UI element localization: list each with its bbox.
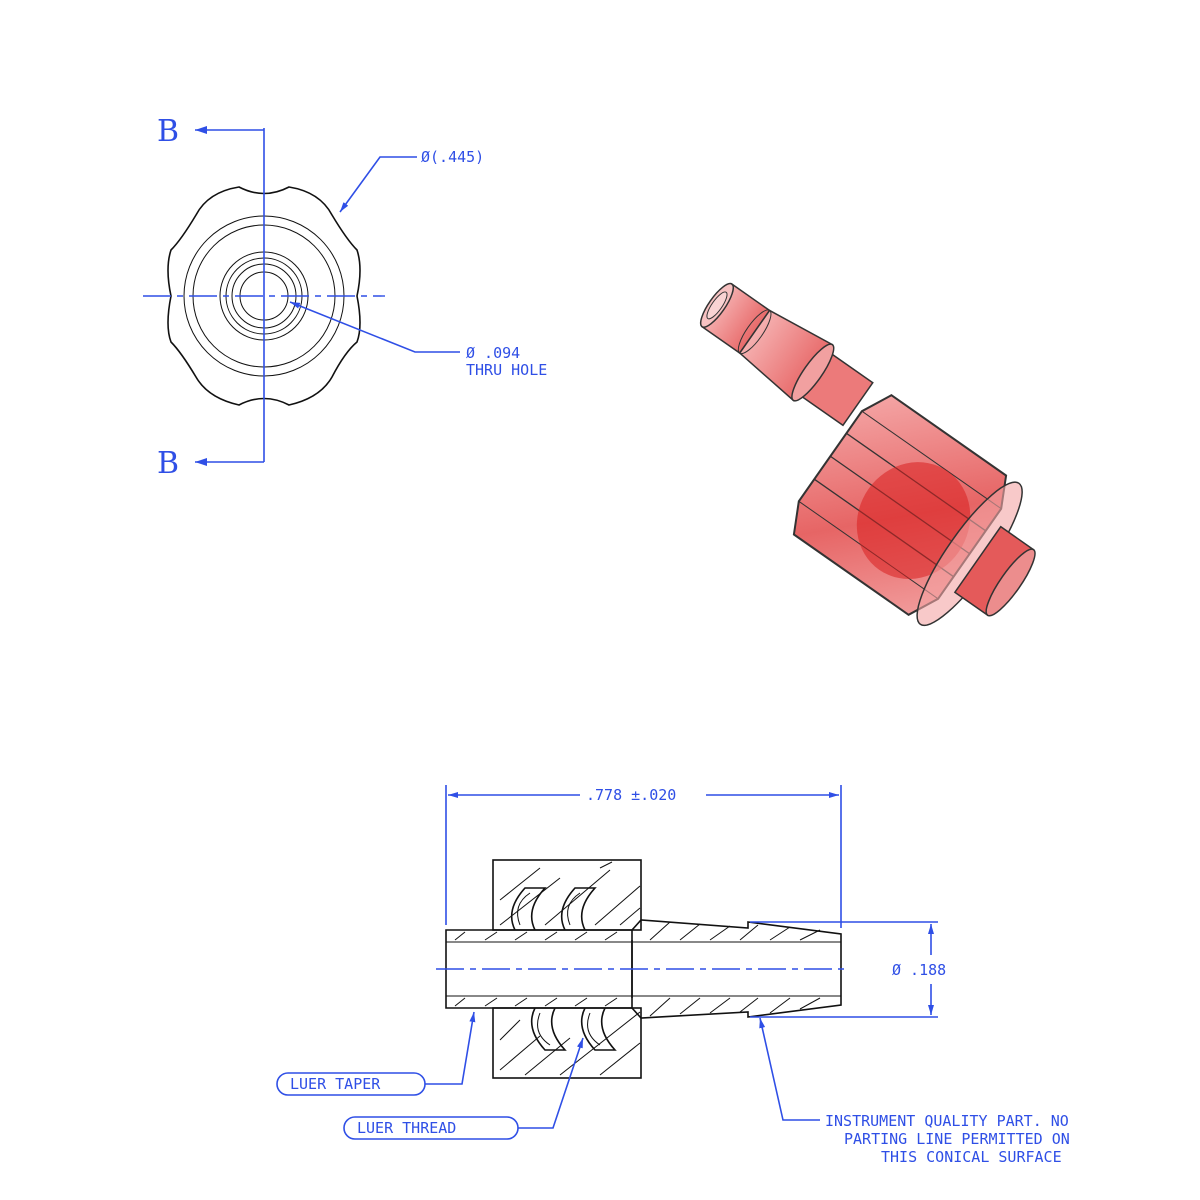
section-marker-top: B — [157, 114, 179, 149]
outer-diameter-leader — [339, 156, 417, 213]
note-line-2: PARTING LINE PERMITTED ON — [844, 1130, 1070, 1148]
luer-taper-leader — [425, 1011, 476, 1085]
barb-diameter-label: Ø .188 — [892, 961, 946, 979]
end-view: B B Ø(.445) Ø .094 THRU HOLE — [143, 114, 547, 481]
overall-length-label: .778 ±.020 — [586, 786, 676, 804]
knurled-body — [792, 394, 1036, 627]
luer-thread-label: LUER THREAD — [357, 1119, 456, 1137]
part-section-outline — [445, 859, 842, 1079]
hole-diameter-label: Ø .094 — [466, 344, 520, 362]
outer-diameter-label: Ø(.445) — [421, 148, 484, 166]
isometric-part-view — [699, 282, 1036, 627]
hole-note: THRU HOLE — [466, 361, 547, 379]
section-view: .778 ±.020 — [276, 785, 1070, 1166]
note-line-3: THIS CONICAL SURFACE — [881, 1148, 1062, 1166]
luer-taper-label: LUER TAPER — [290, 1075, 381, 1093]
barb-fitting — [699, 282, 874, 427]
section-marker-bottom: B — [157, 446, 179, 481]
hole-diameter-leader — [289, 301, 460, 353]
conical-surface-leader — [759, 1017, 820, 1121]
luer-thread-leader — [518, 1037, 584, 1129]
note-line-1: INSTRUMENT QUALITY PART. NO — [825, 1112, 1069, 1130]
knurled-outline — [167, 186, 361, 406]
